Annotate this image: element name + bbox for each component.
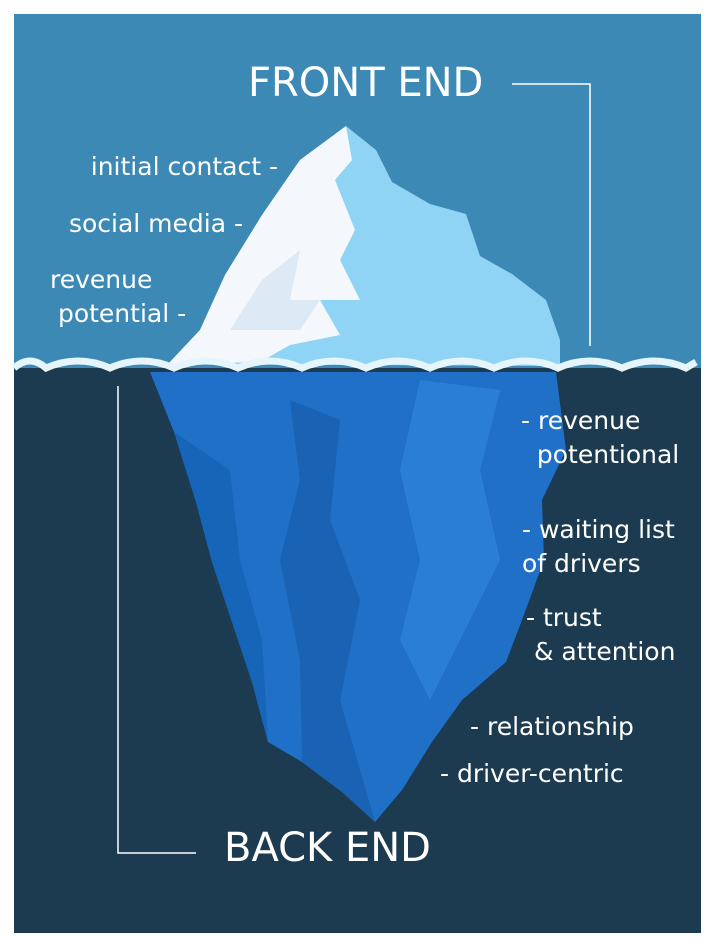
- front-end-item: initial contact -: [90, 152, 278, 181]
- back-end-title: BACK END: [224, 825, 431, 871]
- back-end-item: - relationship: [470, 712, 634, 741]
- waterline-waves: [11, 357, 698, 373]
- front-end-title: FRONT END: [248, 60, 484, 106]
- iceberg-shadow: [230, 250, 320, 330]
- back-end-bracket-line: [117, 386, 196, 854]
- back-end-item: - revenue potentional: [521, 406, 680, 469]
- front-end-item: revenue potential -: [50, 265, 187, 328]
- front-end-bracket-line: [512, 83, 591, 346]
- back-end-item: - driver-centric: [440, 759, 624, 788]
- back-end-item: - waiting list of drivers: [522, 515, 675, 578]
- back-end-item: - trust & attention: [526, 603, 676, 666]
- front-end-item: social media -: [68, 209, 243, 238]
- iceberg-facet: [400, 380, 500, 700]
- iceberg-facet: [174, 432, 268, 742]
- iceberg-facet: [280, 400, 375, 822]
